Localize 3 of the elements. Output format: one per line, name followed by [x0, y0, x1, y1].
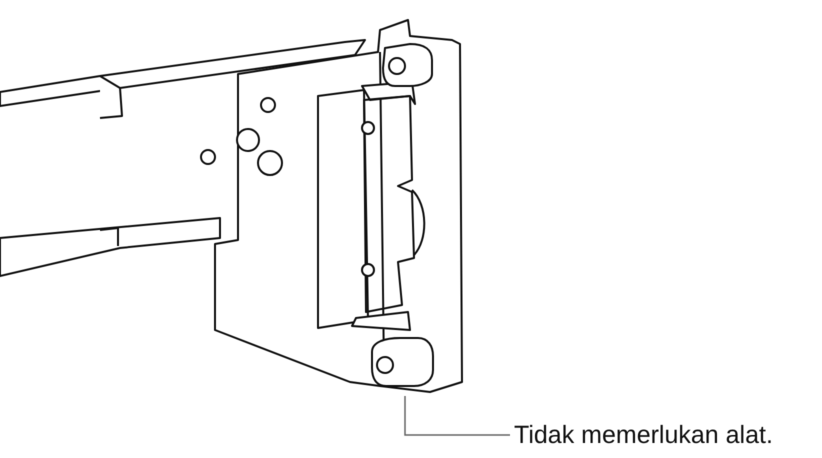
thumbscrew-drawing — [371, 337, 434, 387]
callout-text: Tidak memerlukan alat. — [514, 420, 773, 450]
leader-line — [404, 396, 510, 436]
